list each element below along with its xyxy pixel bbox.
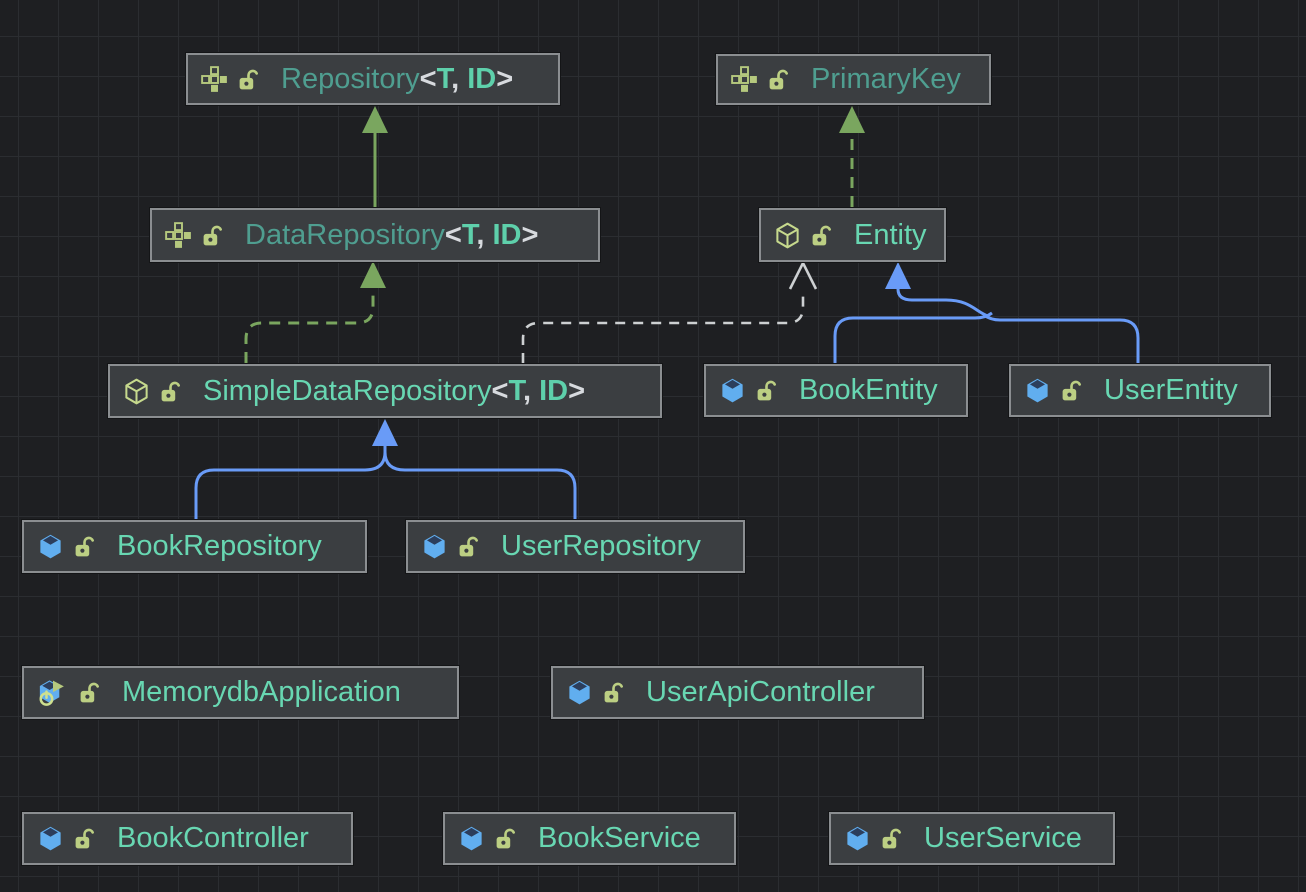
- interface-icon: [201, 65, 227, 92]
- abstract-class-icon: [776, 222, 799, 248]
- unlocked-padlock-icon: [203, 225, 222, 245]
- arrowhead-filled: [839, 106, 865, 133]
- node-bookcontroller[interactable]: BookController: [22, 812, 353, 865]
- edge-entity-implements-primarykey[interactable]: [839, 106, 865, 207]
- arrowhead-filled: [885, 262, 911, 289]
- unlocked-padlock-icon: [769, 69, 788, 90]
- unlocked-padlock-icon: [459, 536, 478, 557]
- interface-icon: [731, 66, 757, 92]
- unlocked-padlock-icon: [882, 828, 901, 849]
- edge-simpledatarepository-depends-entity[interactable]: [521, 260, 818, 363]
- class-icon: [40, 826, 61, 851]
- node-label: BookEntity: [799, 374, 938, 406]
- node-entity[interactable]: Entity: [759, 208, 946, 262]
- node-label: UserApiController: [646, 676, 875, 708]
- node-label: UserService: [924, 822, 1082, 854]
- generic-params: <T, ID>: [444, 218, 539, 251]
- unlocked-padlock-icon: [1062, 380, 1081, 401]
- node-userrepository[interactable]: UserRepository: [406, 520, 745, 573]
- class-icon: [722, 378, 743, 403]
- node-label: UserRepository: [501, 530, 701, 562]
- node-label: SimpleDataRepository<T, ID>: [203, 374, 586, 407]
- node-bookservice[interactable]: BookService: [443, 812, 736, 865]
- node-label: MemorydbApplication: [122, 676, 401, 708]
- node-label: BookService: [538, 822, 701, 854]
- generic-params: <T, ID>: [419, 62, 514, 95]
- abstract-class-icon: [125, 378, 148, 404]
- node-bookrepository[interactable]: BookRepository: [22, 520, 367, 573]
- class-icon: [424, 534, 445, 559]
- unlocked-padlock-icon: [604, 682, 623, 703]
- node-label: DataRepository<T, ID>: [245, 218, 539, 251]
- unlocked-padlock-icon: [80, 682, 99, 703]
- node-userservice[interactable]: UserService: [829, 812, 1115, 865]
- edge-simpledatarepository-implements-datarepository[interactable]: [244, 261, 386, 363]
- interface-icon: [165, 221, 191, 248]
- node-label: Entity: [854, 218, 927, 251]
- unlocked-padlock-icon: [75, 828, 94, 849]
- arrowhead-filled: [372, 419, 398, 446]
- node-memorydbapplication[interactable]: MemorydbApplication: [22, 666, 459, 719]
- node-userapicontroller[interactable]: UserApiController: [551, 666, 924, 719]
- unlocked-padlock-icon: [161, 381, 180, 401]
- node-simpledatarepository[interactable]: SimpleDataRepository<T, ID>: [108, 364, 662, 418]
- node-datarepository[interactable]: DataRepository<T, ID>: [150, 208, 600, 262]
- class-icon: [461, 826, 482, 851]
- edge-bookentity-userentity-extends-entity[interactable]: [833, 262, 1140, 363]
- unlocked-padlock-icon: [757, 380, 776, 401]
- class-icon: [569, 680, 590, 705]
- node-primarykey[interactable]: PrimaryKey: [716, 54, 991, 105]
- edge-bookrepository-userrepository-extends-simpledatarepository[interactable]: [194, 419, 577, 519]
- edge-datarepository-extends-repository[interactable]: [362, 106, 388, 207]
- node-label: UserEntity: [1104, 374, 1238, 406]
- unlocked-padlock-icon: [75, 536, 94, 557]
- node-repository[interactable]: Repository<T, ID>: [186, 53, 560, 105]
- node-userentity[interactable]: UserEntity: [1009, 364, 1271, 417]
- class-icon: [40, 534, 61, 559]
- arrowhead-filled: [362, 106, 388, 133]
- arrowhead-filled: [360, 261, 386, 288]
- node-label: Repository<T, ID>: [281, 62, 514, 95]
- generic-params: <T, ID>: [491, 374, 586, 407]
- node-bookentity[interactable]: BookEntity: [704, 364, 968, 417]
- unlocked-padlock-icon: [812, 225, 831, 245]
- node-label: BookController: [117, 822, 309, 854]
- unlocked-padlock-icon: [496, 828, 515, 849]
- node-label: BookRepository: [117, 530, 322, 562]
- node-label: PrimaryKey: [811, 63, 961, 95]
- class-icon: [847, 826, 868, 851]
- arrowhead-open: [788, 260, 818, 290]
- class-icon: [1027, 378, 1048, 403]
- runnable-class-icon: [39, 679, 64, 706]
- unlocked-padlock-icon: [239, 69, 258, 89]
